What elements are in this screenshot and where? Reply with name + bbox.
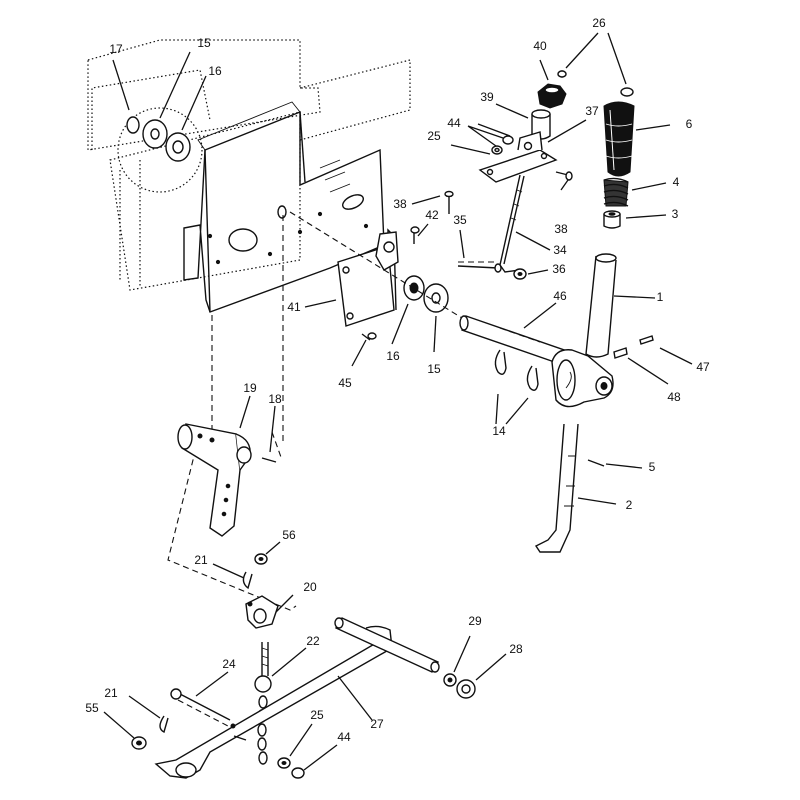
callout-15: 15 xyxy=(197,36,211,50)
callout-6: 6 xyxy=(686,117,693,131)
callout-36: 36 xyxy=(552,262,566,276)
callout-16-middle: 16 xyxy=(386,349,400,363)
callout-38-right: 38 xyxy=(554,222,568,236)
callout-27: 27 xyxy=(370,717,384,731)
part-27-lift-link xyxy=(154,625,393,779)
callout-2: 2 xyxy=(626,498,633,512)
callout-48: 48 xyxy=(667,390,681,404)
lift-cross-shaft xyxy=(334,617,440,673)
callout-4: 4 xyxy=(673,175,680,189)
callout-19: 19 xyxy=(243,381,257,395)
callout-56: 56 xyxy=(282,528,296,542)
callout-38-left: 38 xyxy=(393,197,407,211)
part-45-screw xyxy=(361,332,377,341)
part-38-screws xyxy=(444,171,573,214)
callout-44: 44 xyxy=(447,116,461,130)
part-5-spring-pin xyxy=(587,459,605,467)
part-6-handle-grip xyxy=(603,101,635,177)
shaft-end-washers xyxy=(443,673,476,699)
callout-26: 26 xyxy=(592,16,606,30)
callout-25-lower: 25 xyxy=(310,708,324,722)
part-21-clip-upper xyxy=(242,571,253,590)
callout-34: 34 xyxy=(553,243,567,257)
callout-35: 35 xyxy=(453,213,467,227)
part-36-washer xyxy=(513,268,527,280)
part-55-washer xyxy=(131,736,147,750)
callout-24: 24 xyxy=(222,657,236,671)
callout-25: 25 xyxy=(427,129,441,143)
part-21-clip-lower xyxy=(159,715,169,734)
pivot-washers xyxy=(403,275,449,313)
callout-47: 47 xyxy=(696,360,710,374)
part-56-nut xyxy=(254,553,268,565)
callout-15-middle: 15 xyxy=(427,362,441,376)
callout-37: 37 xyxy=(585,104,599,118)
callout-16: 16 xyxy=(208,64,222,78)
part-14-hair-pins xyxy=(494,349,539,391)
part-24-bolt xyxy=(170,688,231,727)
callout-5: 5 xyxy=(649,460,656,474)
callout-44-lower: 44 xyxy=(337,730,351,744)
frame-sprocket-outline xyxy=(117,107,203,193)
chain-fasteners xyxy=(277,757,305,779)
callout-14: 14 xyxy=(492,424,506,438)
part-41-mount-bracket xyxy=(337,228,399,327)
callout-18: 18 xyxy=(268,392,282,406)
callout-46: 46 xyxy=(553,289,567,303)
callout-45: 45 xyxy=(338,376,352,390)
leader-arrows xyxy=(103,32,693,771)
part-17-clip xyxy=(126,116,140,134)
frame-washer-stack xyxy=(126,116,191,162)
callout-20: 20 xyxy=(303,580,317,594)
part-3-bushing xyxy=(603,210,621,229)
callout-22: 22 xyxy=(306,634,320,648)
callout-40: 40 xyxy=(533,39,547,53)
callout-labels: 17 15 16 40 26 39 37 6 44 25 4 3 38 38 4… xyxy=(85,16,710,744)
callout-21-upper: 21 xyxy=(194,553,208,567)
part-22-eyebolt-chain xyxy=(254,642,272,765)
callout-29: 29 xyxy=(468,614,482,628)
part-18-roll-pin xyxy=(261,457,277,463)
part-40-knob xyxy=(537,70,567,109)
callout-17: 17 xyxy=(109,42,123,56)
part-4-spring xyxy=(603,177,629,207)
part-42-screw xyxy=(410,226,420,244)
lever-pivot-casting xyxy=(551,349,614,408)
part-37-bracket xyxy=(478,131,558,183)
part-34-rod xyxy=(499,174,525,273)
callout-55: 55 xyxy=(85,701,99,715)
callout-3: 3 xyxy=(672,207,679,221)
callout-41: 41 xyxy=(287,300,301,314)
shaft-centerline xyxy=(289,211,463,319)
callout-28: 28 xyxy=(509,642,523,656)
part-1-lever-tube xyxy=(585,253,617,358)
callout-39: 39 xyxy=(480,90,494,104)
side-plate xyxy=(183,101,385,313)
part-20-swivel-block xyxy=(245,595,279,629)
part-47-48-pins xyxy=(613,335,654,359)
assembly-guide-lines xyxy=(167,215,297,611)
bracket-fasteners xyxy=(491,135,514,155)
callout-21-lower: 21 xyxy=(104,686,118,700)
frame-outline xyxy=(87,39,411,291)
part-26-caps xyxy=(557,70,634,97)
part-35-pin xyxy=(457,261,502,273)
callout-1: 1 xyxy=(657,290,664,304)
callout-42: 42 xyxy=(425,208,439,222)
part-19-rockshaft-arm xyxy=(177,423,252,537)
part-2-lift-rod xyxy=(534,423,579,553)
